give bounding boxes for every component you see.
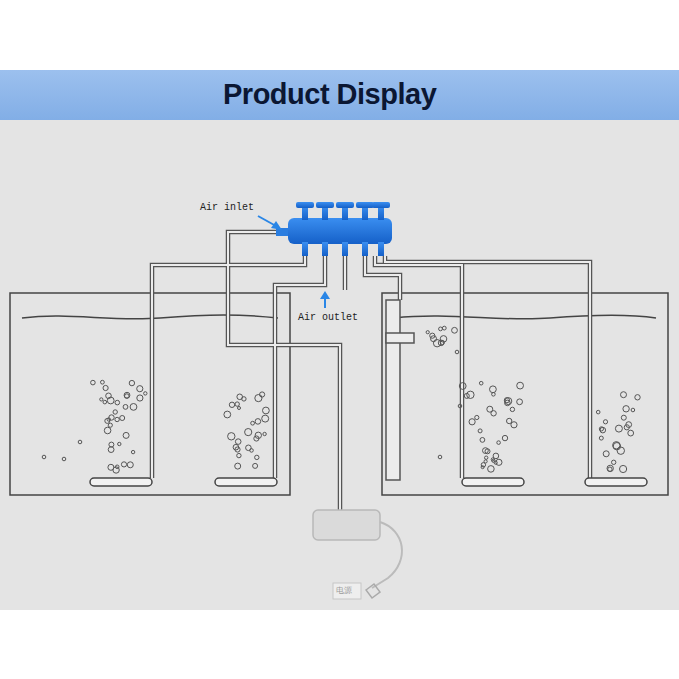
- bubbles: [42, 326, 640, 473]
- air-pump: [313, 510, 380, 540]
- manifold: [276, 202, 392, 256]
- callout-label: Air inlet: [200, 202, 254, 213]
- title-band: [0, 70, 679, 120]
- air-tubes: [152, 232, 590, 510]
- air-stones: [90, 478, 647, 486]
- power-cord: [372, 522, 402, 588]
- plug-label: 电源: [336, 585, 352, 596]
- heater-head: [386, 333, 414, 343]
- background-panel: [0, 120, 679, 610]
- tank: [382, 293, 668, 495]
- power-plug: [333, 583, 361, 599]
- callout-label: Air outlet: [298, 312, 358, 323]
- pointer-arrows: [258, 216, 330, 308]
- water-line: [394, 315, 656, 319]
- heater-tube: [386, 300, 400, 480]
- title: Product Display: [223, 78, 436, 111]
- plug-prong: [366, 584, 380, 598]
